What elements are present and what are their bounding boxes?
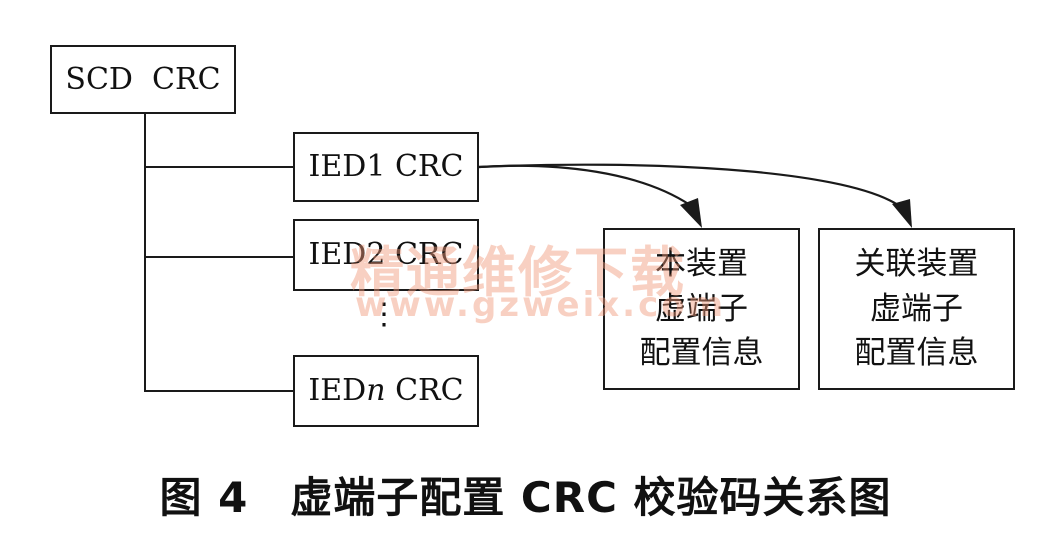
- ellipsis-vertical: ⋮: [369, 297, 399, 332]
- arrow-to-local-config: [478, 164, 691, 206]
- figure-number: 图 4: [159, 473, 249, 522]
- related-box-line2: 虚端子: [870, 290, 963, 327]
- ied2-crc-box: IED2 CRC: [293, 219, 479, 291]
- figure-caption: 图 4 虚端子配置 CRC 校验码关系图: [0, 464, 1051, 525]
- ied2-crc-label: IED2 CRC: [308, 237, 464, 272]
- scd-crc-label: SCD CRC: [65, 61, 221, 97]
- iedn-crc-box: IEDn CRC: [293, 355, 479, 427]
- local-box-line1: 本装置: [655, 245, 748, 282]
- local-device-config-box: 本装置 虚端子 配置信息: [603, 228, 800, 390]
- arrow-to-related-config: [478, 163, 899, 206]
- arrowhead-related-config: [892, 199, 912, 228]
- branch-line-ied2: [144, 256, 294, 258]
- ied1-crc-label: IED1 CRC: [308, 149, 464, 184]
- branch-line-ied1: [144, 166, 294, 168]
- figure-title: 虚端子配置 CRC 校验码关系图: [290, 473, 892, 522]
- trunk-line: [144, 112, 146, 392]
- related-box-line1: 关联装置: [854, 245, 979, 282]
- local-box-line3: 配置信息: [639, 335, 764, 372]
- related-device-config-box: 关联装置 虚端子 配置信息: [818, 228, 1015, 390]
- local-box-line2: 虚端子: [655, 290, 748, 327]
- ied1-crc-box: IED1 CRC: [293, 132, 479, 202]
- arrowhead-local-config: [680, 198, 702, 228]
- branch-line-iedn: [144, 390, 294, 392]
- related-box-line3: 配置信息: [854, 335, 979, 372]
- scd-crc-box: SCD CRC: [50, 45, 236, 114]
- iedn-crc-label: IEDn CRC: [308, 373, 464, 408]
